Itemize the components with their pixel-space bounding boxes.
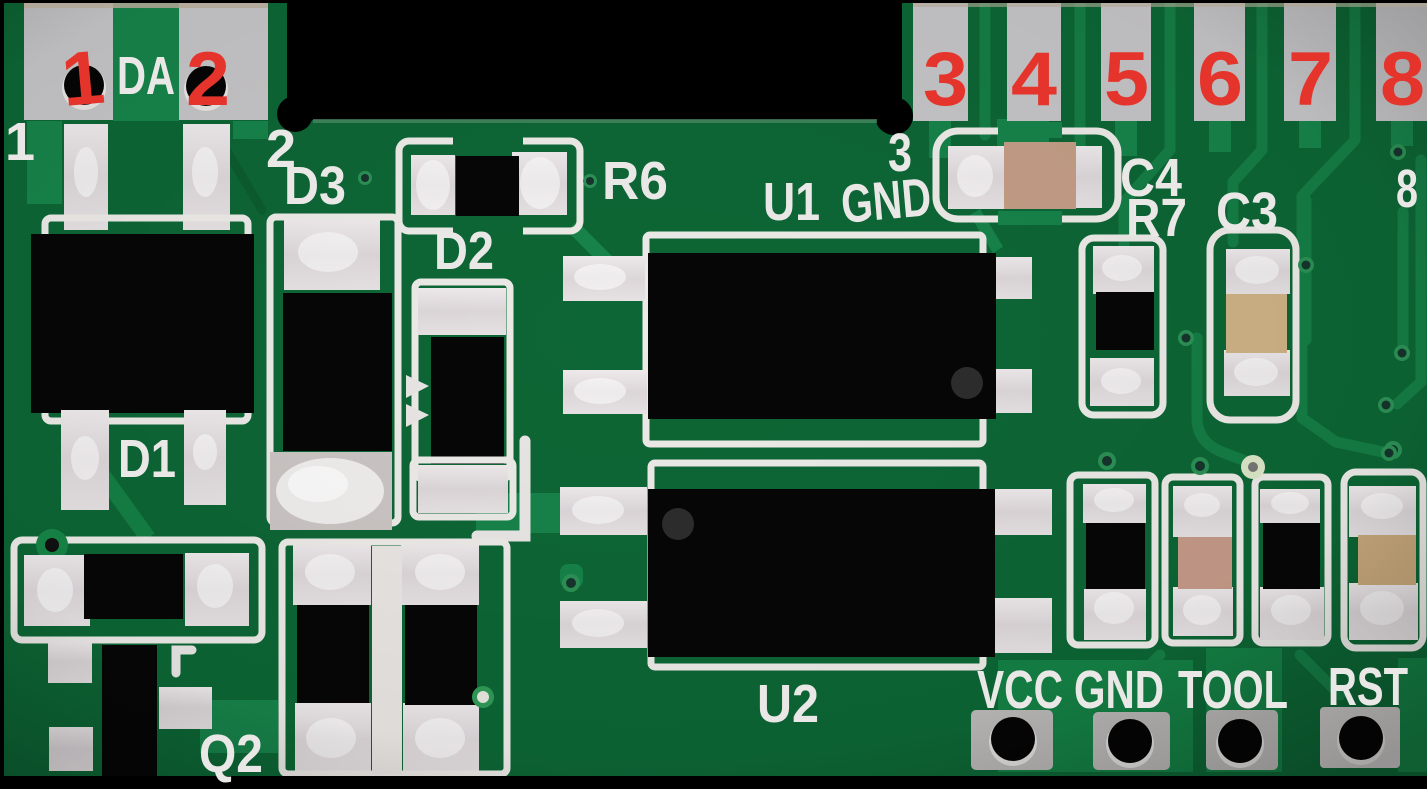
- svg-text:GND: GND: [839, 167, 934, 235]
- svg-text:3: 3: [923, 37, 968, 122]
- svg-text:RST: RST: [1328, 657, 1408, 717]
- svg-text:8: 8: [1380, 37, 1425, 122]
- svg-text:1: 1: [58, 35, 108, 123]
- svg-text:R6: R6: [602, 151, 668, 211]
- svg-text:DA: DA: [117, 46, 175, 106]
- svg-text:TOOL: TOOL: [1178, 660, 1288, 720]
- svg-text:D3: D3: [284, 156, 346, 216]
- svg-text:D2: D2: [434, 221, 494, 281]
- svg-text:2: 2: [186, 37, 230, 122]
- svg-text:4: 4: [1011, 37, 1057, 122]
- svg-text:8: 8: [1396, 159, 1418, 219]
- svg-text:7: 7: [1288, 37, 1333, 122]
- svg-text:Q2: Q2: [199, 724, 263, 784]
- svg-text:5: 5: [1104, 37, 1149, 122]
- svg-text:C3: C3: [1216, 182, 1278, 242]
- svg-text:VCC: VCC: [977, 660, 1063, 720]
- svg-text:1: 1: [5, 112, 35, 172]
- svg-text:U1: U1: [763, 172, 820, 232]
- svg-text:C4: C4: [1120, 148, 1182, 208]
- svg-text:D1: D1: [118, 429, 176, 489]
- svg-text:2: 2: [266, 119, 296, 179]
- svg-text:U2: U2: [757, 674, 819, 734]
- svg-text:R7: R7: [1126, 188, 1187, 248]
- svg-text:3: 3: [888, 123, 912, 183]
- svg-text:6: 6: [1197, 37, 1243, 122]
- svg-text:GND: GND: [1074, 660, 1164, 720]
